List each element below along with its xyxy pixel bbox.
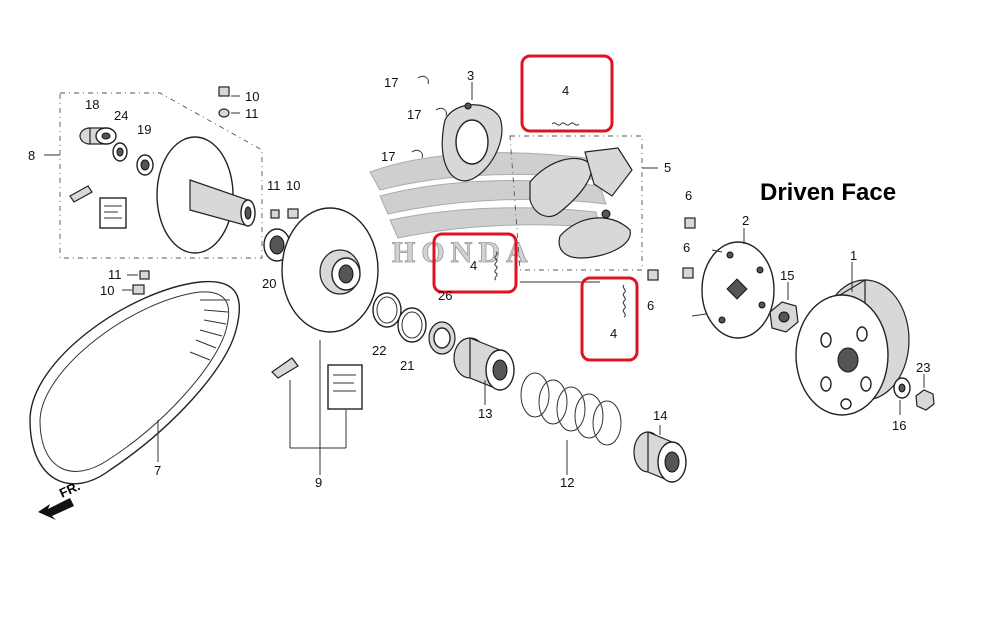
driven-spring-12 xyxy=(520,372,622,475)
grease-packet xyxy=(99,197,127,229)
clutch-spring-4-right xyxy=(520,281,626,318)
seal-collar-13 xyxy=(453,337,515,391)
highlight-box-right xyxy=(580,276,639,362)
label-part-17-a: 17 xyxy=(384,75,398,90)
label-part-11-left: 11 xyxy=(108,267,122,282)
label-part-17-b: 17 xyxy=(407,107,421,122)
collar-6a xyxy=(684,217,696,229)
clutch-outer-1 xyxy=(795,278,910,416)
collar-6b xyxy=(682,267,694,279)
label-part-23: 23 xyxy=(916,360,930,375)
nut-23 xyxy=(915,389,935,411)
label-part-5: 5 xyxy=(664,160,671,175)
label-part-11-top: 11 xyxy=(245,106,259,121)
label-part-10-top: 10 xyxy=(245,89,259,104)
label-part-21: 21 xyxy=(400,358,414,373)
label-part-26: 26 xyxy=(438,288,452,303)
honda-brand-text: HONDA xyxy=(392,236,534,269)
label-part-24: 24 xyxy=(114,108,128,123)
circlips-17 xyxy=(411,75,447,159)
label-part-2: 2 xyxy=(742,213,749,228)
label-part-6-b: 6 xyxy=(683,240,690,255)
label-part-4-top: 4 xyxy=(562,83,569,98)
clutch-spring-4-mid xyxy=(494,251,498,281)
label-part-13: 13 xyxy=(478,406,492,421)
label-part-22: 22 xyxy=(372,343,386,358)
collar-6c xyxy=(647,269,659,281)
grease-packet-9 xyxy=(327,364,363,410)
label-part-1: 1 xyxy=(850,248,857,263)
label-part-7: 7 xyxy=(154,463,161,478)
label-part-10-mid: 10 xyxy=(286,178,300,193)
label-part-6-a: 6 xyxy=(685,188,692,203)
driven-face-9 xyxy=(271,207,379,470)
label-part-14: 14 xyxy=(653,408,667,423)
diagram-title: Driven Face xyxy=(760,179,896,206)
label-part-11-mid: 11 xyxy=(267,178,281,193)
drive-plate-2 xyxy=(691,241,775,339)
drive-belt-7 xyxy=(29,280,241,485)
label-part-18: 18 xyxy=(85,97,99,112)
label-part-4-middle: 4 xyxy=(470,258,477,273)
label-part-8: 8 xyxy=(28,148,35,163)
collar-14 xyxy=(633,425,687,483)
clutch-plate-3 xyxy=(441,82,503,182)
label-part-10-left: 10 xyxy=(100,283,114,298)
label-part-17-c: 17 xyxy=(381,149,395,164)
label-part-12: 12 xyxy=(560,475,574,490)
label-part-20: 20 xyxy=(262,276,276,291)
label-part-9: 9 xyxy=(315,475,322,490)
label-part-4-right: 4 xyxy=(610,326,617,341)
label-part-19: 19 xyxy=(137,122,151,137)
label-part-15: 15 xyxy=(780,268,794,283)
highlight-box-top xyxy=(520,54,614,133)
clutch-weight-assy-5 xyxy=(509,135,658,271)
drive-face-group xyxy=(44,92,263,259)
bolt-10-11-top xyxy=(218,86,240,118)
bolt-10-11-left xyxy=(122,270,150,295)
label-part-16: 16 xyxy=(892,418,906,433)
label-part-6-c: 6 xyxy=(647,298,654,313)
highlight-box-middle xyxy=(432,232,518,294)
clutch-spring-4-top xyxy=(551,122,580,126)
grease-tube xyxy=(69,185,93,203)
collar-18 xyxy=(79,127,117,145)
bolt-10-11-mid xyxy=(270,208,299,219)
front-direction-arrow: FR. xyxy=(38,478,82,520)
label-part-3: 3 xyxy=(467,68,474,83)
